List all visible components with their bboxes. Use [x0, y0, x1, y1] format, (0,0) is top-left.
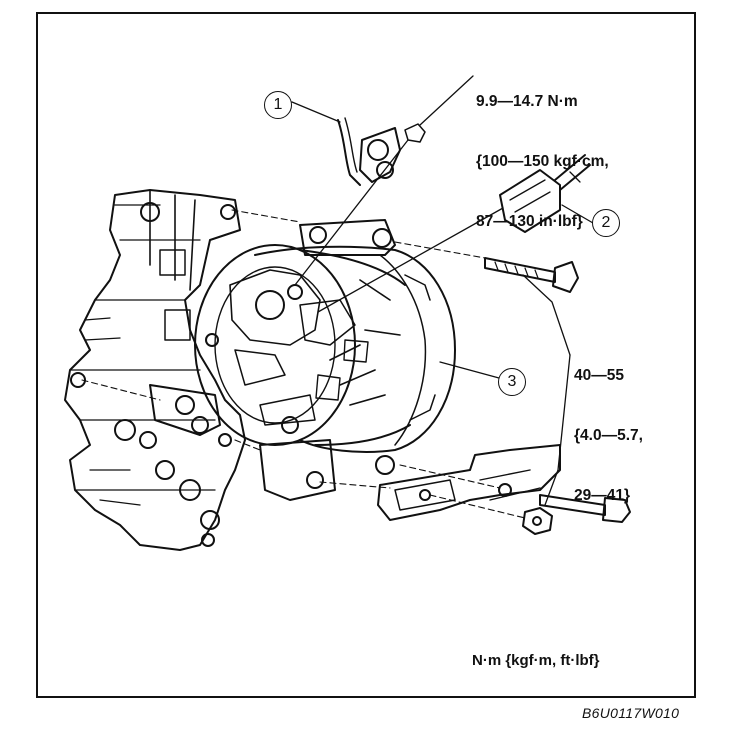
bolt-icon [484, 257, 579, 293]
terminal-cable-icon [337, 117, 426, 186]
bolt-icon [539, 494, 631, 523]
bracket-icon [377, 444, 561, 521]
torque-top-line3: 87—130 in·lbf} [476, 213, 583, 230]
alternator-icon [149, 219, 456, 501]
callout-3: 3 [498, 368, 526, 396]
torque-spec-right: 40—55 {4.0—5.7, 29—41} [574, 326, 643, 526]
torque-right-line3: 29—41} [574, 487, 631, 504]
torque-top-line2: {100—150 kgf·cm, [476, 153, 609, 170]
figure-frame [36, 12, 696, 698]
callout-1: 1 [264, 91, 292, 119]
units-note: N·m {kgf·m, ft·lbf} [472, 652, 600, 669]
connector-icon [499, 154, 591, 233]
figure-code: B6U0117W010 [582, 705, 680, 721]
torque-right-line2: {4.0—5.7, [574, 427, 643, 444]
engine-block-icon [64, 189, 246, 551]
torque-top-line1: 9.9—14.7 N·m [476, 93, 578, 110]
torque-right-line1: 40—55 [574, 367, 624, 384]
torque-spec-top: 9.9—14.7 N·m {100—150 kgf·cm, 87—130 in·… [476, 52, 609, 252]
nut-icon [522, 507, 553, 535]
callout-2: 2 [592, 209, 620, 237]
